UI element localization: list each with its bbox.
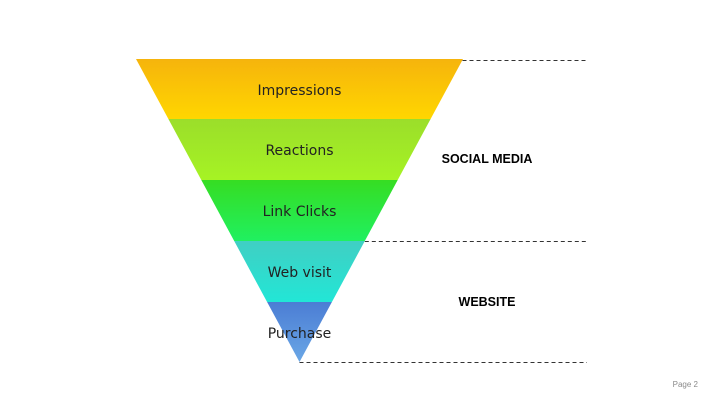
funnel-stage-link-clicks: Link Clicks: [201, 180, 398, 241]
funnel-stage-shape: [201, 180, 398, 241]
funnel-stage-label: Impressions: [258, 83, 342, 99]
funnel-stage-shape: [267, 302, 332, 362]
funnel-stage-label: Purchase: [268, 326, 332, 342]
funnel-stage-shape: [234, 241, 365, 302]
funnel-stage-label: Reactions: [265, 143, 333, 159]
group-label-social-media: SOCIAL MEDIA: [442, 152, 533, 166]
group-label-website: WEBSITE: [459, 295, 516, 309]
funnel-stage-reactions: Reactions: [168, 119, 431, 180]
funnel-group-labels: SOCIAL MEDIA WEBSITE: [442, 152, 533, 309]
funnel-stage-label: Link Clicks: [263, 204, 337, 220]
funnel-stage-web-visit: Web visit: [234, 241, 365, 302]
funnel-stage-label: Web visit: [268, 265, 332, 281]
funnel-stage-shape: [168, 119, 431, 180]
page-number: Page 2: [672, 380, 698, 389]
funnel-stage-impressions: Impressions: [136, 59, 463, 119]
funnel-stage-shape: [136, 59, 463, 119]
funnel-stage-purchase: Purchase: [267, 302, 332, 362]
section-dividers: [299, 60, 587, 363]
